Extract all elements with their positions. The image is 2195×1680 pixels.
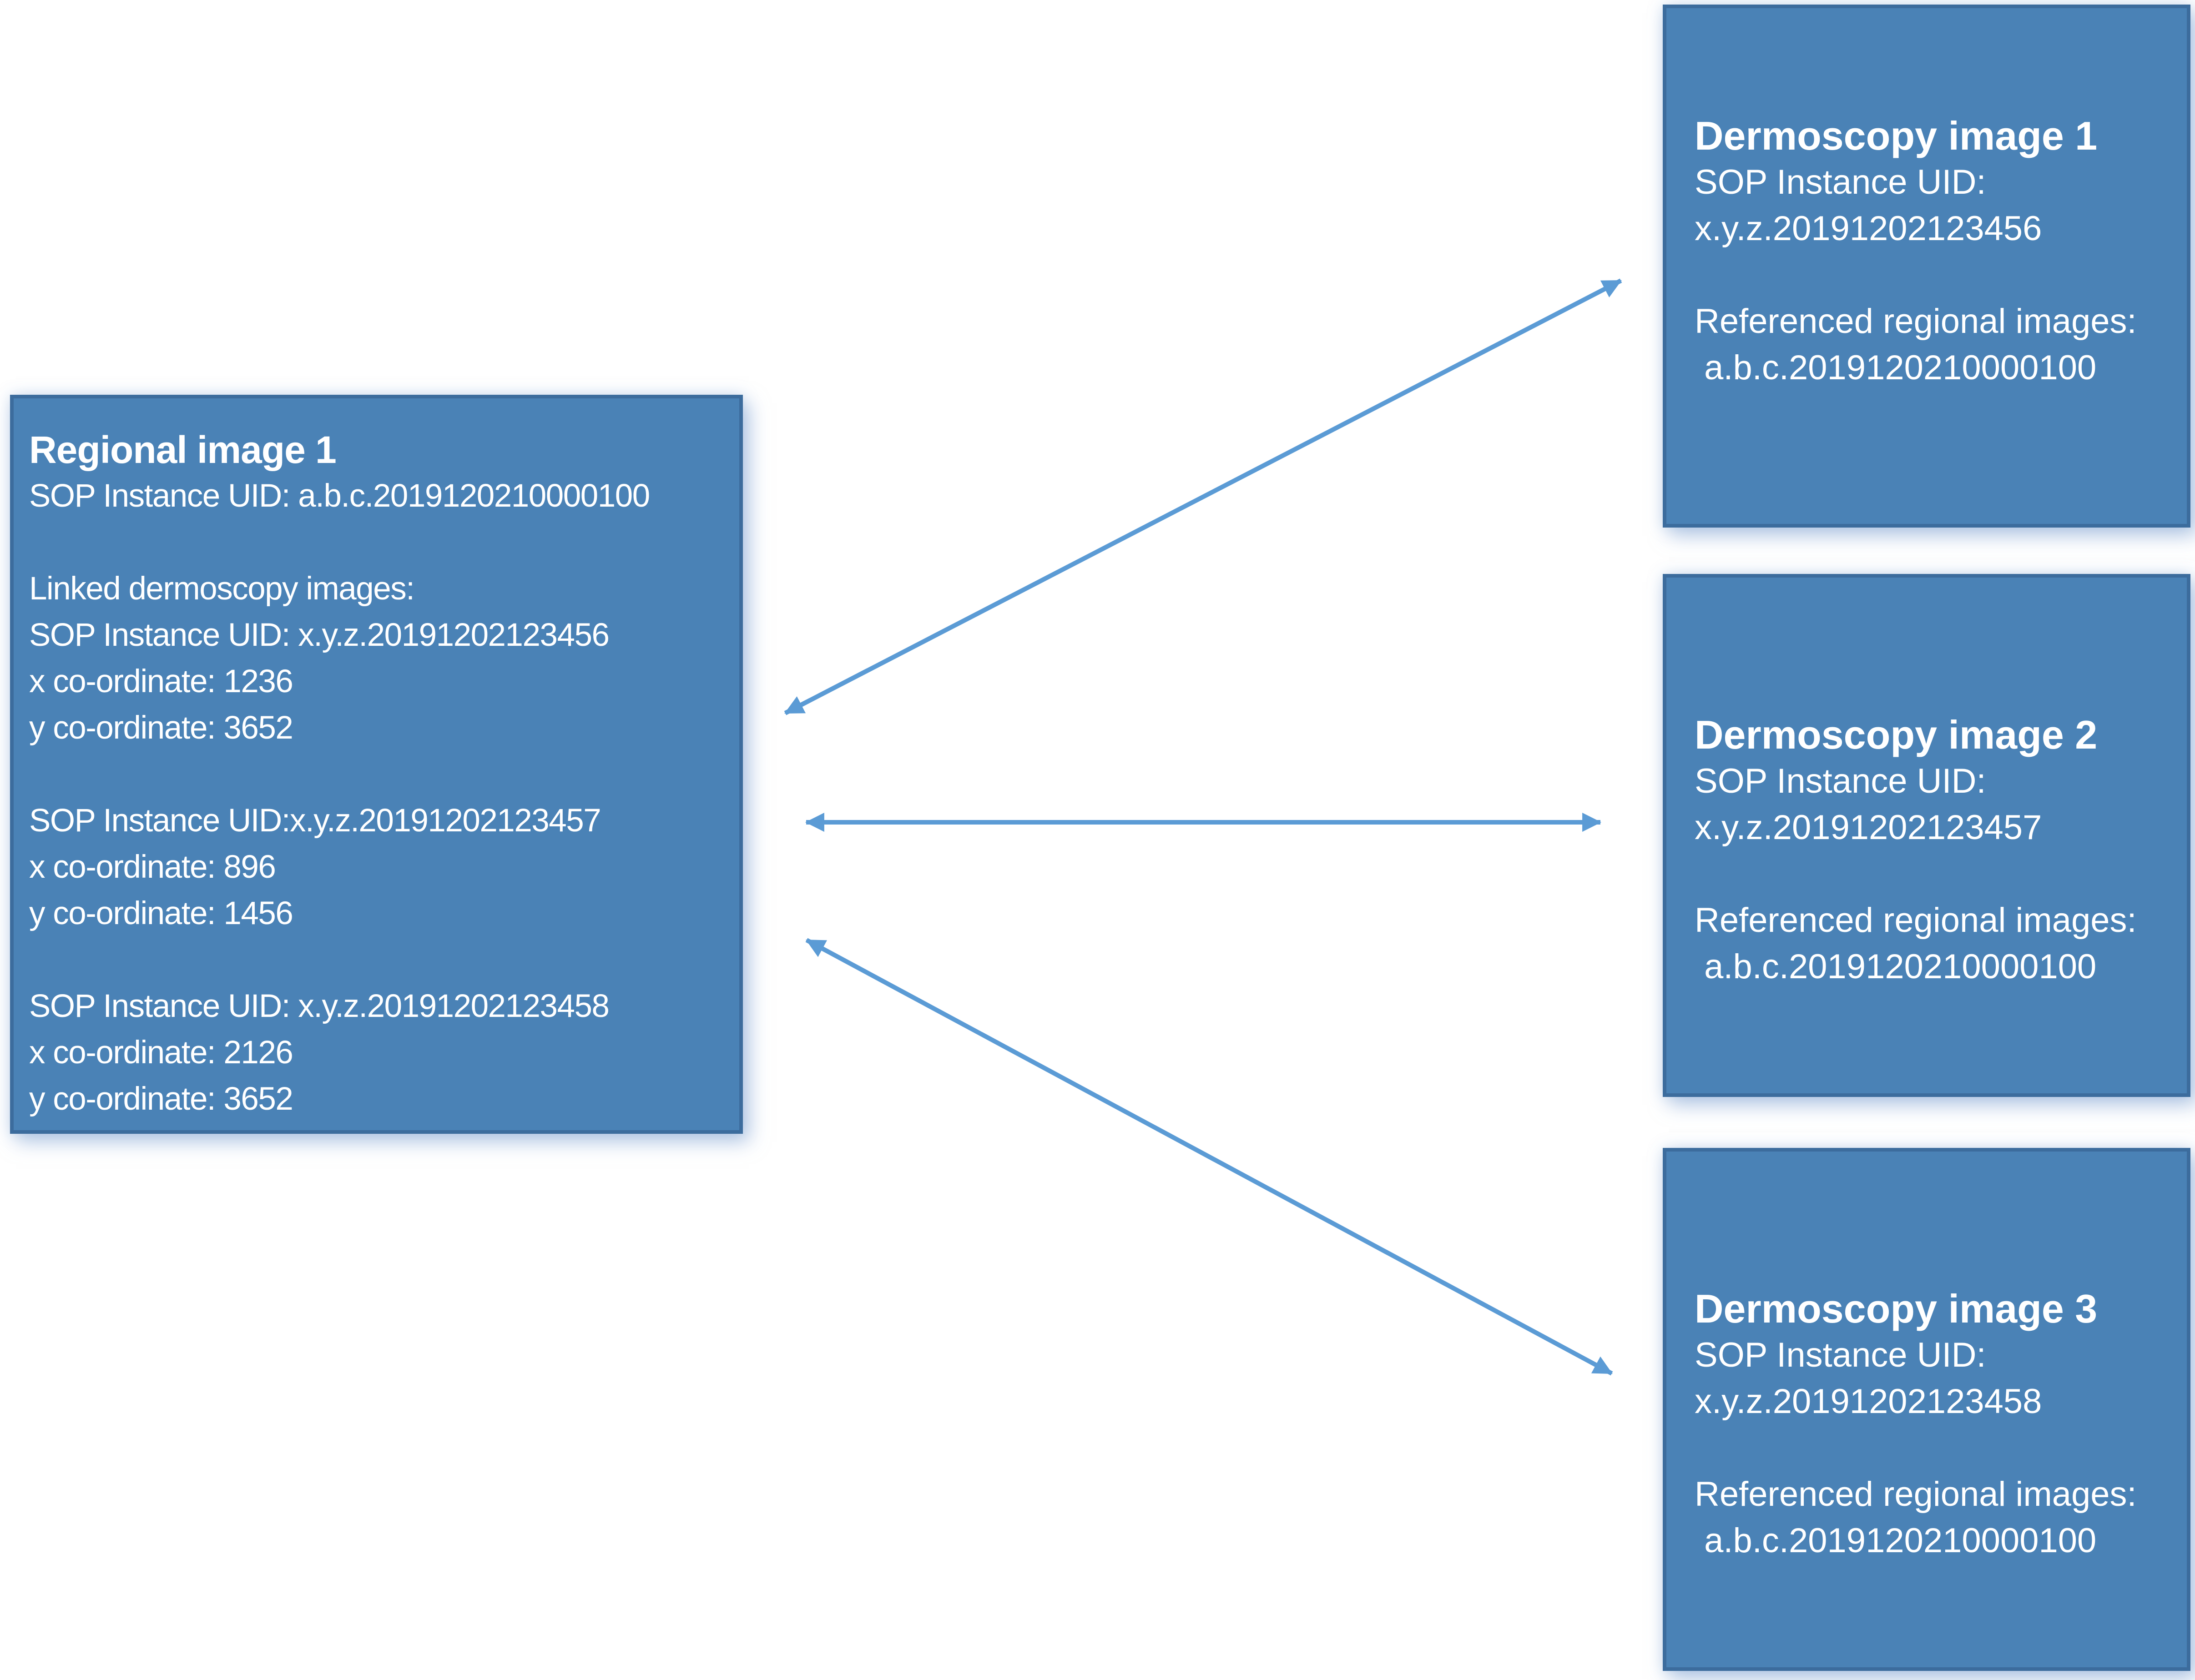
dermoscopy-box-line <box>1695 851 2173 897</box>
dermoscopy-box-line: x.y.z.20191202123458 <box>1695 1382 2042 1421</box>
regional-box-line: SOP Instance UID: x.y.z.20191202123456 <box>29 617 610 653</box>
arrow-regional-to-dermoscopy-1 <box>784 278 1622 715</box>
dermoscopy-image-3-box: Dermoscopy image 3 SOP Instance UID: x.y… <box>1663 1148 2190 1671</box>
dermoscopy-box-line <box>1695 252 2173 298</box>
regional-box-line: x co-ordinate: 896 <box>29 849 276 885</box>
dermoscopy-box-title: Dermoscopy image 1 <box>1695 113 2098 158</box>
regional-box-line: y co-ordinate: 1456 <box>29 895 293 931</box>
regional-box-line: SOP Instance UID: x.y.z.20191202123458 <box>29 988 610 1024</box>
dermoscopy-image-1-box: Dermoscopy image 1 SOP Instance UID: x.y… <box>1663 5 2190 528</box>
regional-box-line: x co-ordinate: 2126 <box>29 1035 293 1071</box>
dermoscopy-box-line: x.y.z.20191202123456 <box>1695 209 2042 248</box>
regional-box-line <box>29 937 726 983</box>
dermoscopy-box-line <box>1695 1425 2173 1471</box>
dermoscopy-box-line: Referenced regional images: <box>1695 1475 2137 1514</box>
regional-box-line: y co-ordinate: 3652 <box>29 710 293 746</box>
dermoscopy-box-line: Referenced regional images: <box>1695 302 2137 341</box>
dermoscopy-image-2-box: Dermoscopy image 2 SOP Instance UID: x.y… <box>1663 574 2190 1097</box>
regional-box-line: Linked dermoscopy images: <box>29 571 415 607</box>
dermoscopy-box-line: SOP Instance UID: <box>1695 163 1986 201</box>
regional-box-title: Regional image 1 <box>29 428 337 471</box>
dermoscopy-box-line: SOP Instance UID: <box>1695 1336 1986 1374</box>
regional-image-1-box: Regional image 1 SOP Instance UID: a.b.c… <box>10 395 743 1134</box>
regional-box-line <box>29 519 726 566</box>
dermoscopy-box-title: Dermoscopy image 2 <box>1695 712 2098 757</box>
regional-box-line: x co-ordinate: 1236 <box>29 664 293 699</box>
dermoscopy-box-line: x.y.z.20191202123457 <box>1695 808 2042 847</box>
regional-box-line: SOP Instance UID: a.b.c.2019120210000100 <box>29 478 650 514</box>
regional-box-line <box>29 751 726 798</box>
dermoscopy-box-line: a.b.c.2019120210000100 <box>1695 348 2097 387</box>
dermoscopy-box-title: Dermoscopy image 3 <box>1695 1286 2098 1331</box>
dermoscopy-box-line: SOP Instance UID: <box>1695 762 1986 800</box>
dermoscopy-box-line: a.b.c.2019120210000100 <box>1695 1521 2097 1560</box>
arrow-regional-to-dermoscopy-3 <box>805 938 1613 1376</box>
regional-box-line: SOP Instance UID:x.y.z.20191202123457 <box>29 803 601 839</box>
dermoscopy-box-line: a.b.c.2019120210000100 <box>1695 947 2097 986</box>
dermoscopy-box-line: Referenced regional images: <box>1695 901 2137 940</box>
regional-box-line: y co-ordinate: 3652 <box>29 1081 293 1117</box>
